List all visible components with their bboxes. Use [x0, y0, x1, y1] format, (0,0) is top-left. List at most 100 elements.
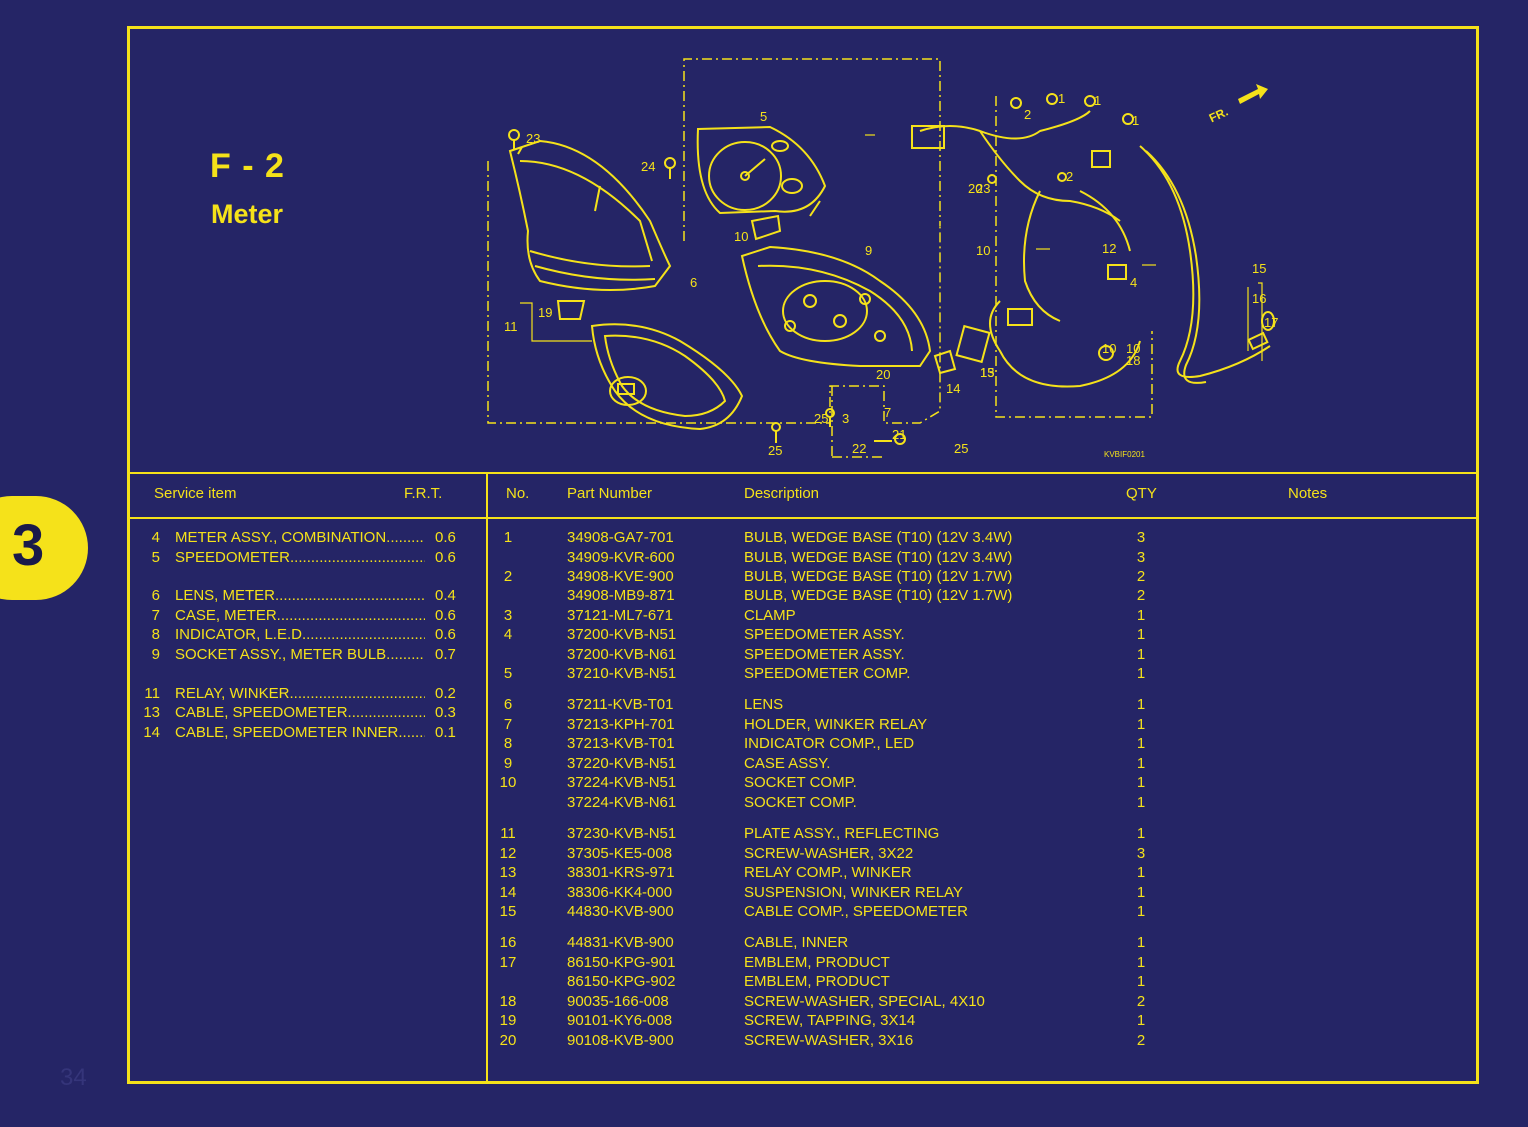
- callout-label: 25: [954, 441, 968, 456]
- callout-label: 9: [865, 243, 872, 258]
- callout-label: 18: [1126, 353, 1140, 368]
- callout-label: 23: [976, 181, 990, 196]
- part-qty: 3: [1136, 529, 1146, 546]
- part-qty: 1: [1136, 973, 1146, 990]
- service-item-name: LENS, METER.............................…: [175, 587, 425, 604]
- callout-label: 23: [526, 131, 540, 146]
- exploded-diagram: 23 24 5 10 6 9 19 11 20 14 13 7 3 21 22 …: [487, 58, 1278, 459]
- part-number: 34908-KVE-900: [567, 568, 674, 585]
- service-item-no: 14: [143, 724, 160, 741]
- frt-header: F.R.T.: [404, 485, 443, 502]
- service-item-name: CASE, METER.............................…: [175, 607, 425, 624]
- callout-label: 17: [1264, 315, 1278, 330]
- chapter-number: 3: [12, 513, 45, 578]
- callout-label: 13: [980, 365, 994, 380]
- front-arrow-icon: FR.: [1207, 84, 1268, 125]
- part-ref-no: 16: [499, 934, 517, 951]
- part-ref-no: 12: [499, 845, 517, 862]
- section-code: F - 2: [210, 147, 285, 185]
- part-description: SCREW-WASHER, 3X22: [744, 845, 914, 862]
- part-description: RELAY COMP., WINKER: [744, 864, 912, 881]
- callout-label: 25: [814, 411, 828, 426]
- page-number: 34: [60, 1064, 87, 1091]
- callout-label: 5: [760, 109, 767, 124]
- no-header: No.: [506, 485, 530, 502]
- part-description: SUSPENSION, WINKER RELAY: [744, 884, 963, 901]
- meter-case-part: [508, 139, 672, 291]
- part-description: CABLE COMP., SPEEDOMETER: [744, 903, 968, 920]
- part-qty: 1: [1136, 794, 1146, 811]
- part-qty: 1: [1136, 696, 1146, 713]
- part-number: 37224-KVB-N51: [567, 774, 677, 791]
- part-ref-no: 1: [503, 529, 513, 546]
- callout-label: 25: [768, 443, 782, 458]
- part-qty: 1: [1136, 954, 1146, 971]
- part-description: CABLE, INNER: [744, 934, 849, 951]
- table-column-rule: [486, 472, 488, 1084]
- part-qty: 1: [1136, 626, 1146, 643]
- part-qty: 1: [1136, 607, 1146, 624]
- part-ref-no: 9: [503, 755, 513, 772]
- callout-label: 15: [1252, 261, 1266, 276]
- service-item-name: SOCKET ASSY., METER BULB................…: [175, 646, 425, 663]
- part-description: CLAMP: [744, 607, 796, 624]
- part-qty: 1: [1136, 825, 1146, 842]
- part-qty: 1: [1136, 884, 1146, 901]
- part-description: SPEEDOMETER COMP.: [744, 665, 911, 682]
- part-ref-no: 11: [500, 825, 516, 842]
- service-item-name: METER ASSY., COMBINATION................…: [175, 529, 425, 546]
- callout-labels: 23 24 5 10 6 9 19 11 20 14 13 7 3 21 22 …: [504, 91, 1278, 459]
- callout-label: 21: [892, 427, 906, 442]
- part-qty: 2: [1136, 587, 1146, 604]
- part-qty: 2: [1136, 993, 1146, 1010]
- part-description: PLATE ASSY., REFLECTING: [744, 825, 940, 842]
- speedometer-cable-part: [1139, 145, 1271, 384]
- callout-label: 10: [976, 243, 990, 258]
- part-qty: 1: [1136, 774, 1146, 791]
- part-number: 34909-KVR-600: [567, 549, 675, 566]
- callout-label: 2: [1024, 107, 1031, 122]
- part-number: 44831-KVB-900: [567, 934, 674, 951]
- callout-label: 3: [842, 411, 849, 426]
- callout-label: 20: [968, 181, 982, 196]
- part-number: 37213-KPH-701: [567, 716, 675, 733]
- callout-label: 14: [946, 381, 960, 396]
- wire-harness-part: [911, 110, 1141, 388]
- part-ref-no: 14: [499, 884, 517, 901]
- winker-relay-part: [933, 324, 991, 375]
- callout-label: 15: [980, 365, 994, 380]
- description-header: Description: [744, 485, 820, 502]
- part-number: 37213-KVB-T01: [567, 735, 675, 752]
- part-qty: 1: [1136, 735, 1146, 752]
- part-ref-no: 20: [499, 1032, 517, 1049]
- callout-label: 1: [1132, 113, 1139, 128]
- part-ref-no: 3: [503, 607, 513, 624]
- part-number: 37305-KE5-008: [567, 845, 673, 862]
- part-description: SPEEDOMETER ASSY.: [744, 626, 905, 643]
- diagram-code: KVBIF0201: [1104, 450, 1145, 459]
- part-qty: 1: [1136, 903, 1146, 920]
- callout-label: 24: [641, 159, 655, 174]
- callout-label: 10: [734, 229, 748, 244]
